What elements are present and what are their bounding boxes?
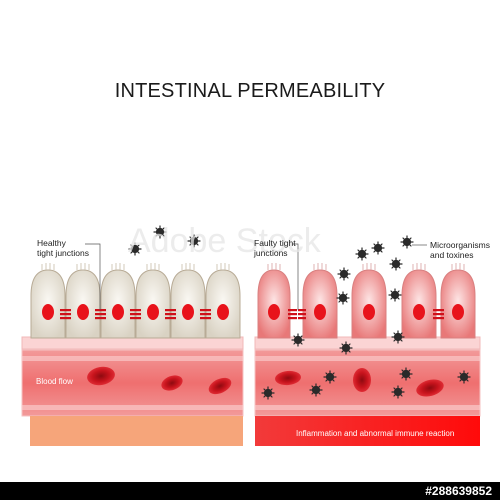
inflamed-cell [351, 269, 387, 339]
pathogen-icon [187, 234, 201, 248]
healthy-cell [30, 269, 66, 339]
pathogen-icon [336, 291, 350, 305]
healthy-cell [135, 269, 171, 339]
inflammation-label: Inflammation and abnormal immune reactio… [296, 429, 455, 438]
healthy-epithelium [30, 263, 241, 339]
pathogen-icon [128, 242, 142, 256]
red-blood-cell-icon [161, 375, 183, 391]
red-blood-cell-icon [208, 377, 232, 395]
watermark: Adobe Stock [128, 222, 321, 260]
healthy-cell [205, 269, 241, 339]
faulty-epithelium [257, 263, 476, 339]
healthy-cell [100, 269, 136, 339]
red-blood-cell-icon [87, 366, 115, 386]
healthy-cell [65, 269, 101, 339]
pathogen-icon [291, 333, 305, 347]
tight-junction-icon [60, 309, 211, 320]
microorganisms-label: Microorganisms and toxines [430, 240, 490, 260]
pathogen-icon [309, 383, 323, 397]
pathogen-icon [371, 241, 385, 255]
pathogen-icon [337, 267, 351, 281]
pathogen-icon [153, 225, 167, 239]
blood-flow-label: Blood flow [36, 377, 73, 386]
inflamed-cell [440, 269, 476, 339]
pathogen-icon [391, 330, 405, 344]
pathogen-icon [457, 370, 471, 384]
stock-id: #288639852 [425, 484, 492, 498]
pathogen-icon [399, 367, 413, 381]
pathogen-icon [355, 247, 369, 261]
inflamed-cell [302, 269, 338, 339]
pathogen-icon [388, 288, 402, 302]
faulty-junctions-label: Faulty tight junctions [254, 238, 296, 258]
pathogen-icon [389, 257, 403, 271]
pathogen-icon [323, 370, 337, 384]
red-blood-cells [87, 366, 444, 397]
red-blood-cell-icon [275, 370, 301, 386]
inflamed-cell [257, 269, 291, 339]
microvilli [41, 263, 230, 270]
diagram-title: INTESTINAL PERMEABILITY [114, 80, 386, 102]
stock-id-bar: #288639852 [0, 482, 500, 500]
basement-layer-left [21, 336, 244, 350]
healthy-cell [170, 269, 206, 339]
inflamed-cell [401, 269, 437, 339]
pathogen-icon [339, 341, 353, 355]
healthy-junctions-label: Healthy tight junctions [37, 238, 89, 258]
tissue-layer-inflamed [255, 416, 480, 446]
nucleus-icon [42, 304, 54, 320]
red-blood-cell-icon [353, 368, 371, 392]
pathogen-icon [391, 385, 405, 399]
red-blood-cell-icon [416, 379, 444, 397]
pathogen-icon [261, 386, 275, 400]
pathogens [128, 225, 471, 400]
pathogen-icon [400, 235, 414, 249]
basement-layer-right [254, 336, 481, 350]
label-leaders [85, 243, 427, 310]
tissue-layer-healthy [30, 416, 243, 446]
